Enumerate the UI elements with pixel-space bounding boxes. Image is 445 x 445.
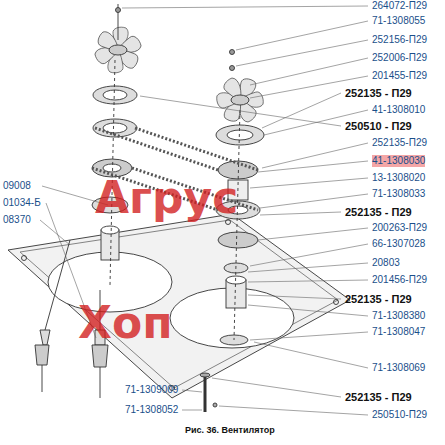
part-number: 252135 - П29 (345, 293, 412, 305)
part-number: 41-1308010 (372, 104, 425, 116)
part-number: 41-1308030 (372, 155, 425, 167)
watermark: Агрус (95, 175, 238, 221)
part-number: 201455-П29 (372, 70, 427, 82)
part-number: 01034-Б (3, 197, 41, 209)
part-number: 13-1308020 (372, 172, 425, 184)
part-number: 201456-П29 (372, 274, 427, 286)
watermark: Хоп (78, 300, 173, 346)
part-number: 250510-П29 (372, 409, 427, 421)
part-number: 252006-П29 (372, 52, 427, 64)
part-number: 71-1309009 (125, 384, 178, 396)
part-number: 252135 - П29 (345, 206, 412, 218)
figure-caption: Рис. 36. Вентилятор (185, 424, 275, 436)
part-number: 71-1308052 (125, 404, 178, 416)
part-number: 252156-П29 (372, 34, 427, 46)
part-number: 71-1308380 (372, 310, 425, 322)
part-number: 20803 (372, 257, 400, 269)
part-number: 250510 - П29 (345, 120, 412, 132)
part-number: 08370 (3, 214, 31, 226)
part-number: 200263-П29 (372, 222, 427, 234)
part-number: 252135 - П29 (345, 87, 412, 99)
part-number: 71-1308033 (372, 188, 425, 200)
part-number: 264072-П29 (372, 0, 427, 12)
part-number: 252135 - П29 (345, 391, 412, 403)
part-number: 71-1308047 (372, 326, 425, 338)
part-number: 71-1308055 (372, 15, 425, 27)
part-number: 252135-П29 (372, 137, 427, 149)
part-number: 09008 (3, 180, 31, 192)
part-number: 66-1307028 (372, 238, 425, 250)
part-number: 71-1308069 (372, 362, 425, 374)
